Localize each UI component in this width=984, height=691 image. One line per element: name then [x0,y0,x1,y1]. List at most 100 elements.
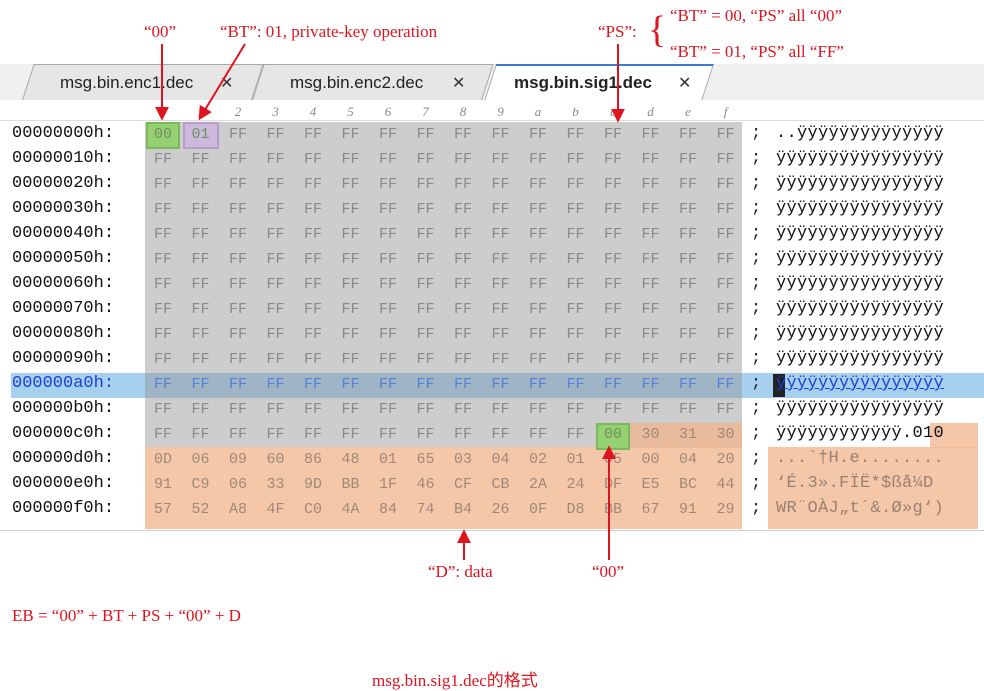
hex-byte[interactable]: FF [491,151,510,168]
hex-byte[interactable]: FF [716,251,735,268]
hex-byte[interactable]: FF [641,326,660,343]
hex-byte[interactable]: FF [303,226,322,243]
hex-byte[interactable]: FF [341,301,360,318]
hex-byte[interactable]: FF [603,376,622,393]
hex-byte[interactable]: FF [341,426,360,443]
hex-byte[interactable]: FF [453,201,472,218]
hex-byte[interactable]: FF [453,301,472,318]
ascii-column[interactable]: ÿÿÿÿÿÿÿÿÿÿÿÿÿÿÿÿ [776,174,945,193]
hex-byte[interactable]: FF [341,376,360,393]
hex-byte[interactable]: 44 [716,476,735,493]
hex-byte[interactable]: FF [228,326,247,343]
hex-byte[interactable]: 86 [303,451,322,468]
hex-byte[interactable]: 24 [566,476,585,493]
hex-byte[interactable]: FF [603,251,622,268]
hex-byte[interactable]: CF [453,476,472,493]
hex-byte[interactable]: FF [378,126,397,143]
hex-byte[interactable]: FF [303,301,322,318]
hex-byte[interactable]: FF [453,376,472,393]
hex-byte[interactable]: FF [341,251,360,268]
hex-byte[interactable]: FF [453,326,472,343]
hex-byte[interactable]: FF [378,426,397,443]
hex-byte[interactable]: 0D [153,451,172,468]
hex-byte[interactable]: FF [191,151,210,168]
ascii-column[interactable]: ÿÿÿÿÿÿÿÿÿÿÿÿ.010 [776,424,945,443]
hex-byte[interactable]: FF [641,226,660,243]
hex-byte[interactable]: FF [303,276,322,293]
ascii-column[interactable]: ÿÿÿÿÿÿÿÿÿÿÿÿÿÿÿÿ [776,149,945,168]
hex-byte[interactable]: FF [453,276,472,293]
hex-byte[interactable]: 01 [566,451,585,468]
hex-byte[interactable]: FF [341,126,360,143]
hex-byte[interactable]: FF [341,176,360,193]
hex-byte[interactable]: 60 [266,451,285,468]
hex-byte[interactable]: FF [566,426,585,443]
hex-byte[interactable]: A8 [228,501,247,518]
hex-byte[interactable]: FF [528,251,547,268]
hex-byte[interactable]: FF [678,376,697,393]
hex-byte[interactable]: FF [416,426,435,443]
hex-byte[interactable]: FF [191,426,210,443]
hex-byte[interactable]: 00 [603,426,622,443]
hex-byte[interactable]: FF [266,376,285,393]
ascii-column[interactable]: ÿÿÿÿÿÿÿÿÿÿÿÿÿÿÿÿ [776,299,945,318]
close-icon[interactable]: ✕ [678,75,692,92]
hex-byte[interactable]: FF [491,126,510,143]
hex-byte[interactable]: FF [153,201,172,218]
hex-byte[interactable]: 06 [228,476,247,493]
hex-byte[interactable]: FF [641,376,660,393]
hex-byte[interactable]: FF [716,301,735,318]
hex-byte[interactable]: 2A [528,476,547,493]
hex-byte[interactable]: FF [491,251,510,268]
hex-byte[interactable]: FF [378,176,397,193]
hex-byte[interactable]: E5 [641,476,660,493]
hex-byte[interactable]: C9 [191,476,210,493]
hex-byte[interactable]: FF [228,151,247,168]
hex-byte[interactable]: FF [716,276,735,293]
hex-byte[interactable]: FF [228,126,247,143]
hex-byte[interactable]: 67 [641,501,660,518]
hex-byte[interactable]: FF [341,351,360,368]
hex-byte[interactable]: FF [416,301,435,318]
hex-byte[interactable]: FF [153,401,172,418]
hex-byte[interactable]: FF [491,351,510,368]
hex-byte[interactable]: FF [228,201,247,218]
hex-byte[interactable]: FF [716,401,735,418]
ascii-column[interactable]: ÿÿÿÿÿÿÿÿÿÿÿÿÿÿÿÿ [776,224,945,243]
hex-byte[interactable]: FF [566,126,585,143]
hex-byte[interactable]: FF [453,251,472,268]
hex-byte[interactable]: FF [416,326,435,343]
hex-byte[interactable]: FF [678,201,697,218]
hex-byte[interactable]: FF [453,426,472,443]
hex-byte[interactable]: 00 [641,451,660,468]
hex-byte[interactable]: FF [528,426,547,443]
hex-byte[interactable]: FF [228,226,247,243]
hex-byte[interactable]: 91 [153,476,172,493]
hex-byte[interactable]: FF [303,401,322,418]
hex-byte[interactable]: 91 [678,501,697,518]
ascii-column[interactable]: ÿÿÿÿÿÿÿÿÿÿÿÿÿÿÿÿ [776,249,945,268]
hex-byte[interactable]: 26 [491,501,510,518]
hex-byte[interactable]: FF [303,176,322,193]
hex-byte[interactable]: 4A [341,501,360,518]
hex-byte[interactable]: FF [716,126,735,143]
hex-byte[interactable]: 20 [716,451,735,468]
hex-byte[interactable]: 0F [528,501,547,518]
hex-byte[interactable]: BC [678,476,697,493]
hex-byte[interactable]: 04 [678,451,697,468]
hex-byte[interactable]: 01 [191,126,210,143]
ascii-column[interactable]: ÿÿÿÿÿÿÿÿÿÿÿÿÿÿÿÿ [776,399,945,418]
ascii-column[interactable]: ÿÿÿÿÿÿÿÿÿÿÿÿÿÿÿÿ [776,324,945,343]
hex-byte[interactable]: FF [566,226,585,243]
hex-byte[interactable]: FF [191,376,210,393]
ascii-column[interactable]: ÿÿÿÿÿÿÿÿÿÿÿÿÿÿÿÿ [776,274,945,293]
hex-byte[interactable]: FF [416,201,435,218]
hex-byte[interactable]: FF [603,276,622,293]
hex-byte[interactable]: FF [566,176,585,193]
hex-byte[interactable]: 48 [341,451,360,468]
hex-byte[interactable]: FF [153,276,172,293]
hex-byte[interactable]: FF [416,126,435,143]
hex-byte[interactable]: FF [566,201,585,218]
hex-byte[interactable]: FF [678,326,697,343]
hex-byte[interactable]: FF [266,276,285,293]
